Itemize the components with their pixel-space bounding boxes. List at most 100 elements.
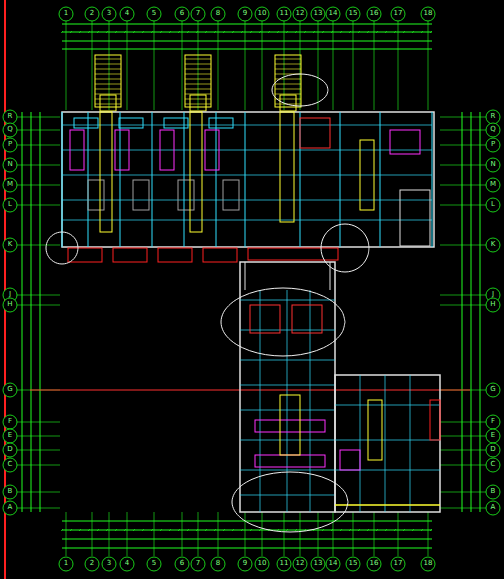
plan-line: [295, 529, 297, 531]
plan-wall: [95, 55, 121, 107]
axis-bubble: [147, 557, 161, 571]
plan-line: [40, 112, 41, 512]
plan-line: [432, 112, 433, 247]
plan-line: [295, 31, 297, 33]
axis-bubble: [102, 557, 116, 571]
axis-label: M: [486, 180, 500, 190]
axis-bubble: [293, 7, 307, 21]
plan-line: [70, 31, 72, 33]
plan-line: [340, 529, 342, 531]
plan-line: [440, 508, 486, 509]
plan-wall: [158, 248, 192, 262]
axis-bubble: [486, 443, 500, 457]
axis-label: 13: [311, 559, 325, 569]
revision-cloud: [221, 288, 345, 356]
axis-label: 16: [367, 559, 381, 569]
plan-line: [214, 31, 216, 33]
plan-line: [394, 529, 396, 531]
plan-line: [17, 117, 60, 118]
plan-line: [430, 529, 432, 531]
plan-line: [22, 112, 23, 512]
plan-line: [275, 94, 301, 95]
plan-wall: [190, 95, 206, 111]
plan-line: [95, 69, 121, 70]
plan-line: [259, 31, 261, 33]
axis-label: 4: [120, 9, 134, 19]
plan-line: [300, 512, 301, 556]
plan-line: [109, 512, 110, 556]
axis-label: D: [486, 445, 500, 455]
plan-line: [440, 245, 486, 246]
plan-line: [300, 20, 301, 110]
plan-wall: [160, 130, 174, 170]
axis-label: 10: [255, 9, 269, 19]
plan-line: [240, 440, 335, 441]
plan-line: [205, 31, 207, 33]
axis-label: 5: [147, 559, 161, 569]
axis-bubble: [326, 7, 340, 21]
axis-label: J: [3, 290, 17, 300]
axis-label: 3: [102, 559, 116, 569]
axis-bubble: [255, 7, 269, 21]
plan-line: [241, 529, 243, 531]
plan-line: [232, 529, 234, 531]
axis-bubble: [277, 557, 291, 571]
axis-label: E: [486, 431, 500, 441]
axis-label: 7: [191, 9, 205, 19]
plan-line: [88, 529, 90, 531]
axis-label: 2: [85, 9, 99, 19]
axis-label: 17: [391, 9, 405, 19]
plan-wall: [115, 130, 129, 170]
plan-line: [169, 31, 171, 33]
axis-label: A: [486, 503, 500, 513]
plan-line: [275, 89, 301, 90]
plan-wall: [430, 400, 440, 440]
plan-line: [95, 64, 121, 65]
axis-bubble: [486, 178, 500, 192]
plan-line: [403, 31, 405, 33]
plan-line: [95, 59, 121, 60]
revision-cloud: [321, 224, 369, 272]
plan-line: [286, 31, 288, 33]
plan-line: [95, 84, 121, 85]
plan-line: [154, 512, 155, 556]
plan-line: [259, 529, 261, 531]
axis-bubble: [85, 557, 99, 571]
plan-line: [440, 465, 486, 466]
axis-bubble: [238, 7, 252, 21]
axis-bubble: [191, 557, 205, 571]
plan-line: [62, 521, 432, 522]
plan-line: [322, 529, 324, 531]
axis-bubble: [211, 7, 225, 21]
plan-wall: [70, 130, 84, 170]
plan-line: [440, 436, 486, 437]
plan-line: [62, 41, 432, 42]
plan-line: [275, 64, 301, 65]
plan-line: [95, 104, 121, 105]
plan-line: [440, 117, 486, 118]
plan-line: [196, 529, 198, 531]
axis-bubble: [486, 110, 500, 124]
plan-line: [250, 31, 252, 33]
axis-bubble: [346, 557, 360, 571]
axis-label: R: [3, 112, 17, 122]
plan-line: [178, 31, 180, 33]
plan-line: [196, 31, 198, 33]
plan-line: [421, 31, 423, 33]
plan-line: [160, 529, 162, 531]
plan-line: [198, 20, 199, 110]
axis-bubble: [191, 7, 205, 21]
plan-line: [376, 529, 378, 531]
axis-bubble: [59, 7, 73, 21]
plan-line: [333, 512, 334, 556]
plan-line: [62, 200, 432, 201]
axis-bubble: [85, 7, 99, 21]
plan-line: [62, 539, 432, 540]
axis-label: A: [3, 503, 17, 513]
axis-label: 12: [293, 559, 307, 569]
plan-line: [318, 512, 319, 556]
plan-line: [322, 31, 324, 33]
plan-wall: [248, 248, 338, 260]
axis-bubble: [147, 7, 161, 21]
plan-line: [187, 31, 189, 33]
